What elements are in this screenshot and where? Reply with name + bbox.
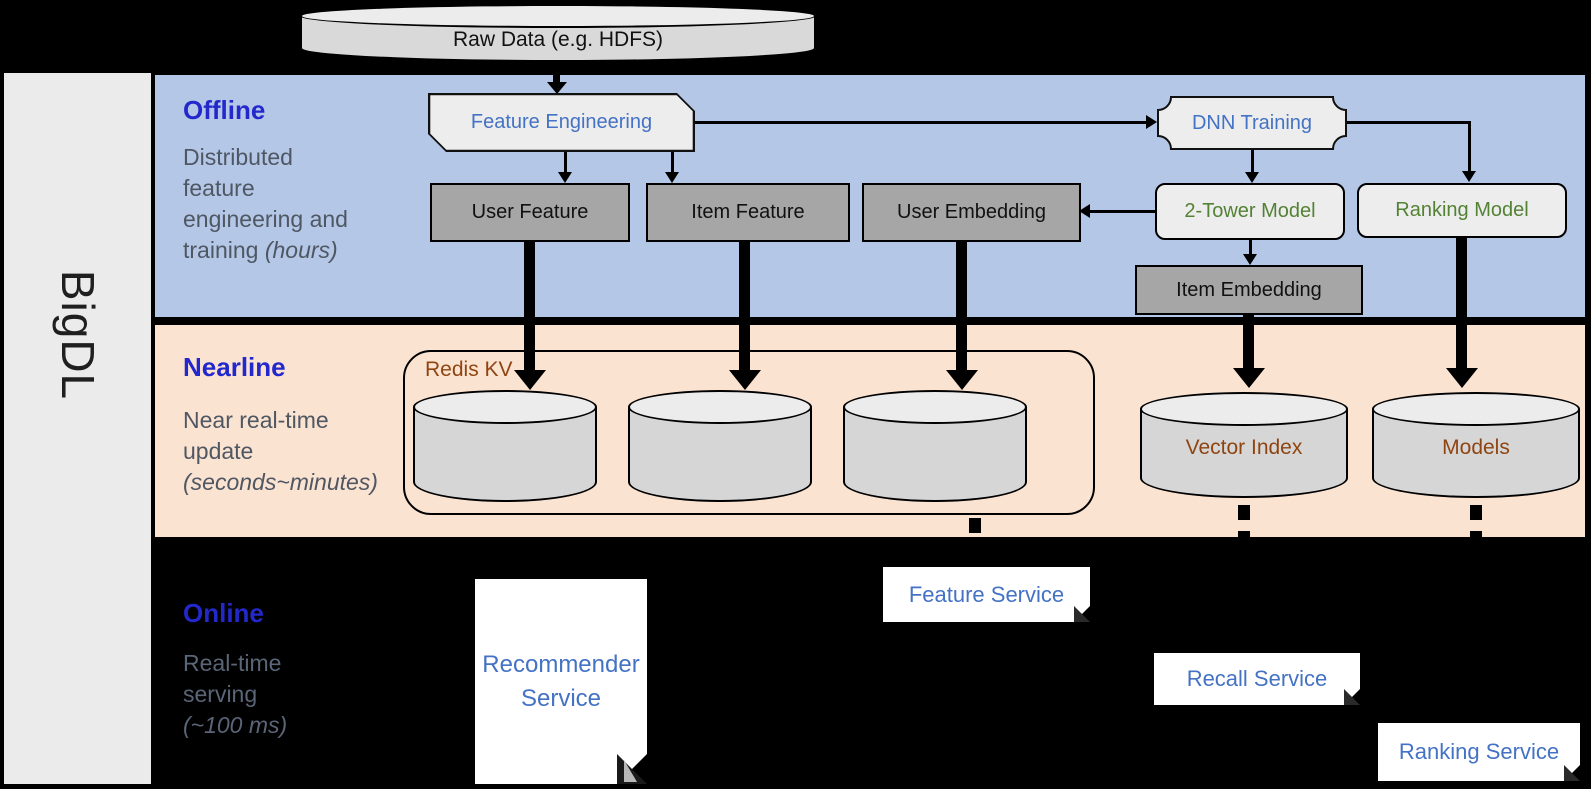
redis-kv-label: Redis KV	[425, 358, 513, 381]
dash-vectorindex-to-recall-3	[1238, 557, 1250, 572]
models-store: Models	[1372, 392, 1580, 498]
ranking-model-node: Ranking Model	[1357, 183, 1567, 238]
arrowhead-twotower-to-itemembedding	[1243, 254, 1257, 265]
online-sub-line2: serving	[183, 681, 258, 707]
raw-data-label: Raw Data (e.g. HDFS)	[452, 28, 664, 51]
offline-sub-hours: (hours)	[264, 237, 338, 263]
line-twotower-to-itemembedding	[1249, 240, 1252, 254]
arrowhead-fe-to-dnn	[1146, 115, 1157, 129]
dash-models-to-ranking-2	[1470, 531, 1482, 546]
nearline-sub-latency: (seconds~minutes)	[183, 469, 378, 495]
nearline-sub-line1: Near real-time	[183, 407, 329, 433]
thick-line-userembedding-to-redis	[956, 242, 967, 370]
thick-line-itemfeature-to-redis	[739, 242, 750, 370]
online-section-subtitle: Real-time serving (~100 ms)	[183, 648, 287, 741]
offline-section-title: Offline	[183, 95, 266, 125]
cylinder-top	[300, 4, 816, 28]
arrowhead-dnn-to-rankingmodel	[1462, 171, 1476, 182]
redis-shard-cylinder-3	[843, 390, 1027, 502]
ranking-service-fold-icon	[1564, 765, 1580, 781]
dash-vectorindex-to-recall-2	[1238, 531, 1250, 546]
redis-shard-cylinder-2	[628, 390, 812, 502]
line-dnn-to-twotower	[1251, 150, 1254, 172]
arrowhead-fe-to-userfeature	[558, 172, 572, 183]
vector-index-store: Vector Index	[1140, 392, 1348, 498]
feature-engineering-node: Feature Engineering	[428, 93, 695, 152]
line-dnn-to-rankingmodel-v	[1468, 121, 1471, 171]
feature-service-fold-icon	[1074, 606, 1090, 622]
line-fe-to-dnn	[695, 121, 1146, 124]
arrowhead-fe-to-itemfeature	[665, 172, 679, 183]
user-feature-node: User Feature	[430, 183, 630, 242]
nearline-sub-line2: update	[183, 438, 254, 464]
dash-models-to-ranking-3	[1470, 557, 1482, 572]
offline-sub-tail: training	[183, 237, 259, 263]
bigdl-sidebar: BigDL	[4, 73, 151, 784]
redis-kv-container	[403, 350, 1095, 515]
arrowhead-redis-to-featureservice	[960, 538, 990, 554]
dash-vectorindex-to-recall-1	[1238, 505, 1250, 520]
thick-arrowhead-userfeature-to-redis	[514, 370, 546, 390]
line-twotower-to-userembedding	[1090, 210, 1155, 213]
cylinder-top	[843, 390, 1027, 424]
redis-shard-cylinder-1	[413, 390, 597, 502]
online-section-title: Online	[183, 598, 264, 628]
two-tower-model-node: 2-Tower Model	[1155, 183, 1345, 240]
recommender-service-label: Recommender Service	[482, 648, 639, 716]
offline-section-subtitle: Distributed feature engineering and trai…	[183, 142, 348, 266]
bigdl-logo-text: BigDL	[51, 269, 104, 401]
recall-service-fold-icon	[1344, 689, 1360, 705]
online-sub-line1: Real-time	[183, 650, 282, 676]
nearline-section-subtitle: Near real-time update (seconds~minutes)	[183, 405, 378, 498]
offline-sub-line3: engineering and	[183, 206, 348, 232]
thick-line-itemembedding-to-vectorindex	[1243, 315, 1254, 368]
line-fe-to-itemfeature	[671, 152, 674, 172]
cylinder-top	[1140, 392, 1348, 426]
dnn-training-node: DNN Training	[1157, 96, 1347, 150]
plaque-shape	[1157, 96, 1347, 150]
dnn-training-label: DNN Training	[1191, 111, 1313, 134]
arrowhead-rawdata-to-fe	[547, 82, 567, 94]
recommender-service-node: Recommender Service	[475, 579, 647, 784]
cylinder-top	[413, 390, 597, 424]
recall-service-node: Recall Service	[1154, 653, 1360, 705]
dash-models-to-ranking-1	[1470, 505, 1482, 520]
line-dnn-to-rankingmodel-h	[1347, 121, 1471, 124]
online-sub-latency: (~100 ms)	[183, 712, 288, 738]
thick-line-rankingmodel-to-models	[1456, 238, 1467, 368]
ranking-service-node: Ranking Service	[1378, 723, 1580, 781]
line-fe-to-userfeature	[564, 152, 567, 172]
recommender-label-line2: Service	[520, 684, 602, 712]
thick-arrowhead-rankingmodel-to-models	[1446, 368, 1478, 388]
arrowhead-dnn-to-twotower	[1245, 172, 1259, 183]
cylinder-top	[1372, 392, 1580, 426]
dash-redis-to-featureservice	[969, 518, 981, 533]
offline-sub-line2: feature	[183, 175, 255, 201]
recommender-label-line1: Recommender	[482, 650, 640, 678]
thick-arrowhead-itemembedding-to-vectorindex	[1233, 368, 1265, 388]
thick-arrowhead-itemfeature-to-redis	[729, 370, 761, 390]
feature-service-node: Feature Service	[883, 567, 1090, 622]
arrowhead-twotower-to-userembedding	[1079, 204, 1090, 218]
raw-data-store: Raw Data (e.g. HDFS)	[300, 4, 816, 62]
offline-sub-line4: training (hours)	[183, 235, 348, 266]
models-label: Models	[1442, 436, 1510, 459]
thick-arrowhead-userembedding-to-redis	[946, 370, 978, 390]
item-feature-node: Item Feature	[646, 183, 850, 242]
arrow-rawdata-to-fe	[553, 56, 560, 82]
cylinder-top	[628, 390, 812, 424]
item-embedding-node: Item Embedding	[1135, 265, 1363, 315]
user-embedding-node: User Embedding	[862, 183, 1081, 242]
feature-engineering-label: Feature Engineering	[430, 95, 692, 149]
recommender-fold-shade	[624, 760, 637, 782]
nearline-section-title: Nearline	[183, 352, 286, 382]
offline-sub-line1: Distributed	[183, 144, 293, 170]
thick-line-userfeature-to-redis	[524, 242, 535, 370]
vector-index-label: Vector Index	[1185, 436, 1303, 459]
